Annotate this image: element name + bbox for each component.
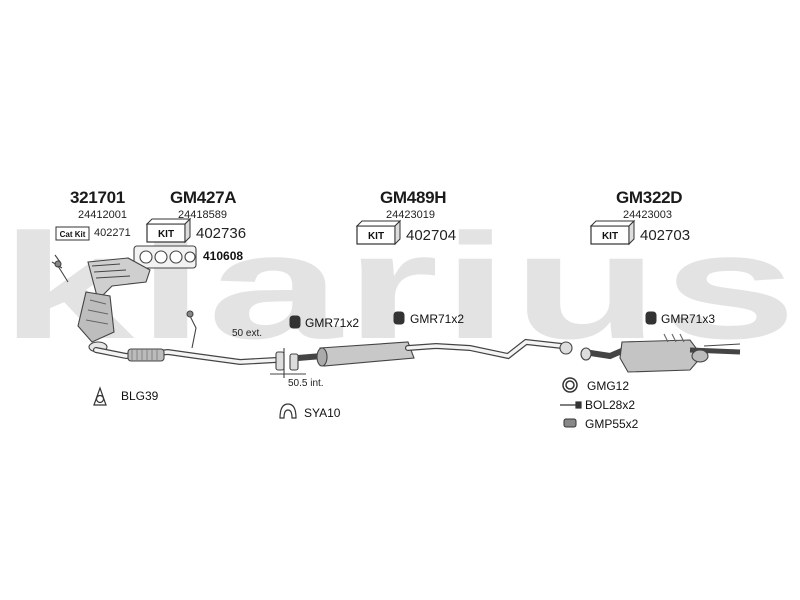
part-code-321701: 321701 bbox=[70, 188, 125, 207]
kit-number-gm427a: 402736 bbox=[196, 225, 247, 242]
part-label-gmr-3: GMR71x3 bbox=[661, 312, 716, 326]
part-label-gmp55x2: GMP55x2 bbox=[585, 417, 639, 431]
part-label-gmr-2: GMR71x2 bbox=[410, 312, 465, 326]
hanger-icon bbox=[289, 311, 657, 329]
part-code-gm427a: GM427A bbox=[170, 188, 237, 207]
ref-number-321701: 24412001 bbox=[78, 209, 127, 221]
gasket-icon bbox=[93, 386, 107, 406]
part-label-bol28x2: BOL28x2 bbox=[585, 398, 636, 412]
part-label-blg39: BLG39 bbox=[121, 389, 159, 403]
pipe-joint bbox=[270, 348, 306, 378]
ref-number-gm322d: 24423003 bbox=[623, 209, 672, 221]
clamp-icon bbox=[279, 403, 297, 419]
kit-tag-gm322d: KIT bbox=[589, 219, 636, 246]
rear-silencer bbox=[580, 333, 741, 373]
nut-icon bbox=[563, 418, 577, 428]
part-label-gmg12: GMG12 bbox=[587, 379, 630, 393]
bolt-icon bbox=[560, 401, 582, 409]
svg-text:Cat Kit: Cat Kit bbox=[60, 230, 86, 239]
part-code-gm489h: GM489H bbox=[380, 188, 447, 207]
svg-text:KIT: KIT bbox=[368, 231, 384, 242]
kit-number-gm322d: 402703 bbox=[640, 227, 691, 244]
kit-tag-gm489h: KIT bbox=[355, 219, 402, 246]
kit-tag-gm427a: KIT bbox=[145, 217, 192, 244]
ref-number-gm489h: 24423019 bbox=[386, 209, 435, 221]
svg-text:KIT: KIT bbox=[158, 229, 174, 240]
part-label-gmr-1: GMR71x2 bbox=[305, 316, 360, 330]
ref-number-gm427a: 24418589 bbox=[178, 209, 227, 221]
manifold-gasket bbox=[133, 245, 197, 269]
kit-tag-321701: Cat Kit bbox=[55, 226, 90, 241]
kit-number-321701: 402271 bbox=[94, 227, 131, 239]
ring-icon bbox=[562, 377, 578, 393]
part-code-gm322d: GM322D bbox=[616, 188, 683, 207]
note-ext: 50 ext. bbox=[232, 328, 263, 339]
kit-number-gm489h: 402704 bbox=[406, 227, 457, 244]
front-pipe bbox=[93, 310, 279, 366]
note-int: 50.5 int. bbox=[288, 378, 324, 389]
gasket-number-410608: 410608 bbox=[203, 249, 244, 263]
part-label-sya10: SYA10 bbox=[304, 406, 341, 420]
middle-silencer bbox=[297, 338, 573, 367]
svg-text:KIT: KIT bbox=[602, 231, 618, 242]
